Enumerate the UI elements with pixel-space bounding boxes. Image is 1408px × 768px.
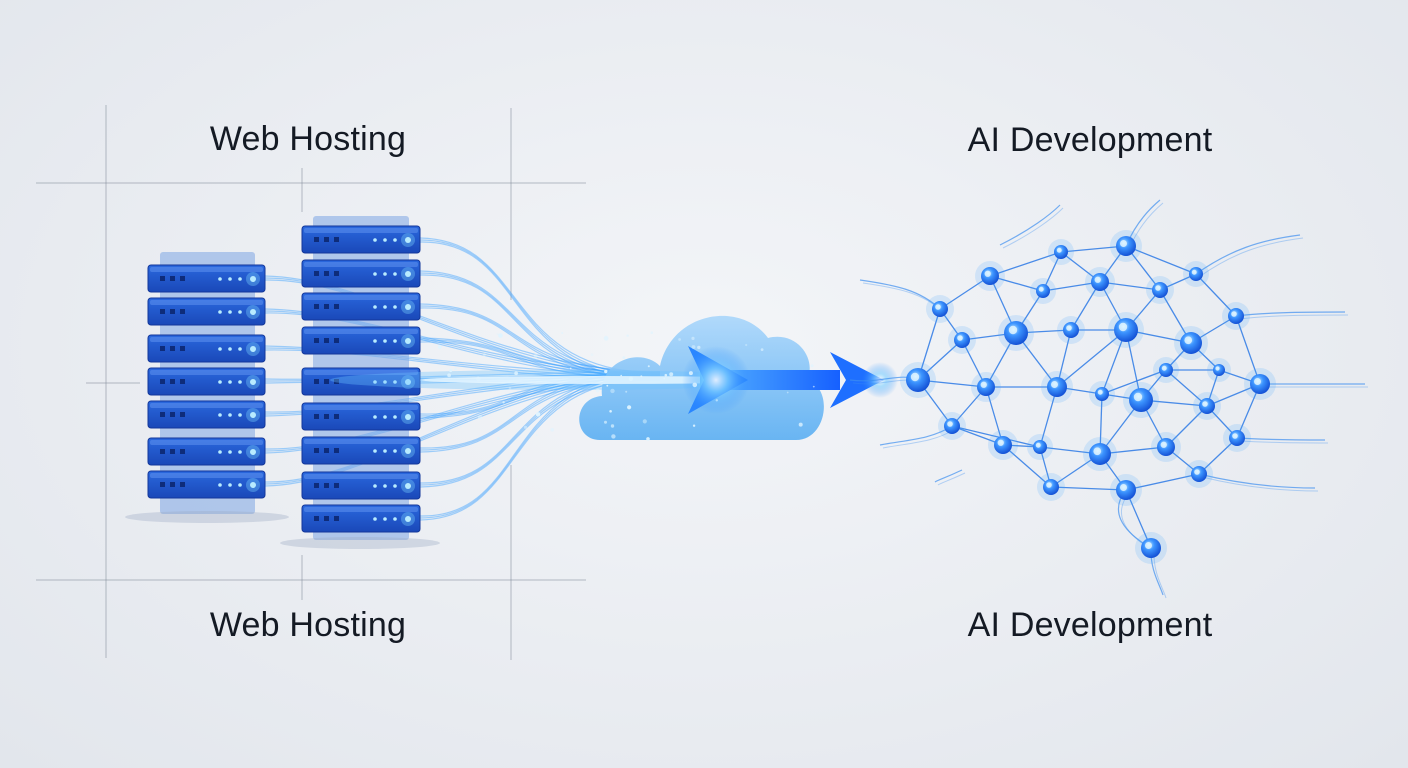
ai-development-title-top: AI Development — [967, 121, 1213, 159]
network-node — [1183, 261, 1209, 287]
network-node — [1085, 267, 1115, 297]
network-node — [1244, 368, 1276, 400]
server-unit — [301, 471, 421, 500]
network-node — [926, 295, 954, 323]
server-unit — [301, 326, 421, 355]
network-node — [1110, 474, 1142, 506]
network-node — [1222, 302, 1250, 330]
server-unit — [301, 225, 421, 254]
frame-guides — [36, 105, 586, 660]
network-node — [1185, 460, 1213, 488]
network-node — [1108, 312, 1144, 348]
server-unit — [147, 470, 266, 499]
network-node — [1083, 437, 1117, 471]
network-node — [1174, 326, 1208, 360]
network-node — [975, 261, 1005, 291]
ai-development-title-bottom: AI Development — [967, 606, 1213, 644]
network-node — [1037, 473, 1065, 501]
network-node — [1110, 230, 1142, 262]
web-hosting-title-bottom: Web Hosting — [209, 606, 407, 644]
server-unit — [147, 334, 266, 363]
server-unit — [301, 402, 421, 431]
server-unit — [147, 264, 266, 293]
network-node — [998, 315, 1034, 351]
server-unit — [147, 400, 266, 429]
network-node — [948, 326, 976, 354]
arrow-right-icon — [682, 346, 898, 414]
network-node — [988, 430, 1018, 460]
network-node — [1057, 316, 1085, 344]
server-unit — [301, 504, 421, 533]
server-unit — [147, 437, 266, 466]
network-node — [971, 372, 1001, 402]
server-rack-icon — [125, 216, 440, 549]
network-node — [1193, 392, 1221, 420]
network-node — [900, 362, 936, 398]
server-unit — [147, 297, 266, 326]
network-node — [1151, 432, 1181, 462]
network-node — [1123, 382, 1159, 418]
neural-network-brain-icon — [849, 199, 1368, 599]
network-node — [1048, 239, 1074, 265]
network-node — [1041, 371, 1073, 403]
network-node — [1146, 276, 1174, 304]
network-node — [1153, 357, 1179, 383]
network-node — [938, 412, 966, 440]
network-node — [1030, 278, 1056, 304]
server-unit — [301, 292, 421, 321]
sparkle-particles — [437, 331, 815, 441]
web-hosting-title-top: Web Hosting — [209, 120, 407, 158]
server-unit — [147, 367, 266, 396]
network-node — [1207, 358, 1231, 382]
server-unit — [301, 259, 421, 288]
network-node — [1027, 434, 1053, 460]
network-node — [1135, 532, 1167, 564]
network-node — [1089, 381, 1115, 407]
server-unit — [301, 367, 421, 396]
server-unit — [301, 436, 421, 465]
network-node — [1223, 424, 1251, 452]
